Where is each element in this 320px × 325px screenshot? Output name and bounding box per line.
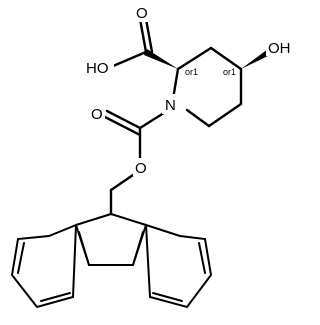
- acid-carbonyl-oxygen-label: O: [136, 5, 148, 22]
- bond-c6-n: [185, 108, 211, 128]
- left-ring-double-1: [78, 231, 90, 266]
- left-ring-double-3: [40, 292, 71, 302]
- ester-oxygen-label: O: [135, 160, 147, 177]
- bond-c2-c3: [176, 46, 213, 71]
- right-benzene-ring: [144, 223, 213, 309]
- carbamate-carbonyl-oxygen-label: O: [91, 106, 103, 123]
- stereo-label-c2: or1: [185, 67, 198, 77]
- bond-cooh-oh: [111, 50, 148, 68]
- atom-labels: N O HO OH O O: [84, 4, 294, 177]
- hydroxyl-label: OH: [268, 40, 291, 57]
- left-ring-double-2: [17, 242, 25, 274]
- left-benzene-ring: [10, 223, 78, 309]
- bond-carbonyl-o-1: [105, 109, 142, 130]
- ring-nitrogen-label: N: [165, 97, 176, 114]
- bond-ester-o-ch2: [109, 173, 135, 192]
- bond-c9-left: [75, 213, 112, 226]
- bond-cooh-co-2: [144, 17, 154, 54]
- carboxylic-acid-group: [111, 17, 178, 69]
- acid-hydroxyl-label: HO: [86, 60, 109, 77]
- chemical-structure: N O HO OH O O or1 or1: [10, 4, 294, 309]
- piperidine-ring: [171, 46, 243, 128]
- right-ring-double-1: [132, 231, 144, 266]
- fluorene-ring-system: [10, 213, 213, 309]
- bond-carbonyl-o-2: [103, 115, 142, 137]
- wedge-bond-c2-cooh: [144, 49, 178, 69]
- right-ring-double-2: [198, 242, 206, 274]
- bond-cooh-co-1: [138, 17, 148, 54]
- bond-c5-c6: [207, 102, 243, 128]
- stereo-labels: or1 or1: [185, 67, 236, 77]
- bond-c9-right: [110, 213, 147, 226]
- wedge-bond-c4-oh: [241, 49, 272, 69]
- stereo-label-c4: or1: [223, 67, 236, 77]
- hydroxyl-group: [241, 49, 272, 69]
- bond-c3-c4: [209, 46, 243, 71]
- right-ring-double-3: [152, 292, 183, 302]
